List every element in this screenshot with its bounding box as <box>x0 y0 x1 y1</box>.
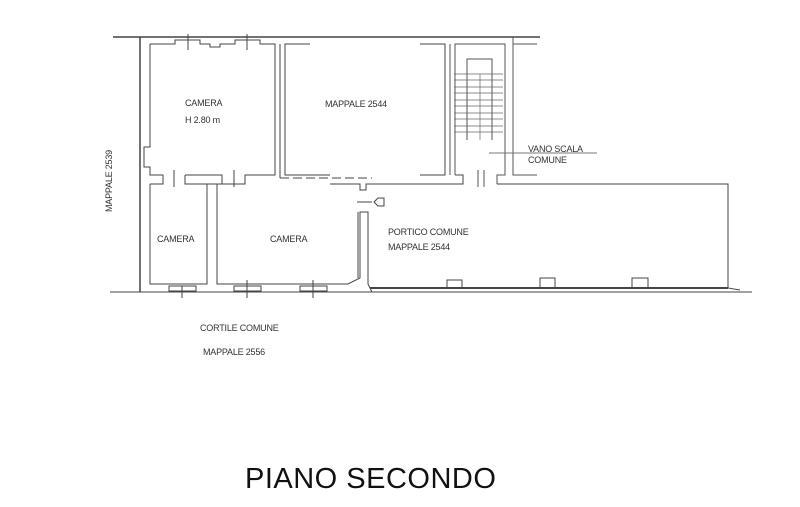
room-label-vano-scala-comune: COMUNE <box>528 155 567 165</box>
plan-title: PIANO SECONDO <box>245 463 497 495</box>
room-label-portico-mappale: MAPPALE 2544 <box>388 242 450 252</box>
room-label-mappale-2544: MAPPALE 2544 <box>325 99 387 109</box>
portico-area <box>357 183 741 291</box>
room-label-vano-scala: VANO SCALA <box>528 144 583 154</box>
label-cortile-comune: CORTILE COMUNE <box>200 323 279 333</box>
room-label-camera-top: CAMERA <box>185 98 223 108</box>
outer-walls <box>110 36 752 293</box>
label-mappale-2556: MAPPALE 2556 <box>203 347 265 357</box>
room-label-camera-left: CAMERA <box>157 234 195 244</box>
room-label-portico: PORTICO COMUNE <box>388 227 469 237</box>
lower-rooms <box>149 184 373 298</box>
camera-top-room <box>143 34 276 187</box>
stair-well <box>449 37 597 187</box>
room-height-label: H 2.80 m <box>185 115 220 125</box>
label-mappale-2539: MAPPALE 2539 <box>104 150 114 212</box>
room-label-camera-mid: CAMERA <box>270 234 308 244</box>
mappale-2544-room <box>279 43 464 191</box>
